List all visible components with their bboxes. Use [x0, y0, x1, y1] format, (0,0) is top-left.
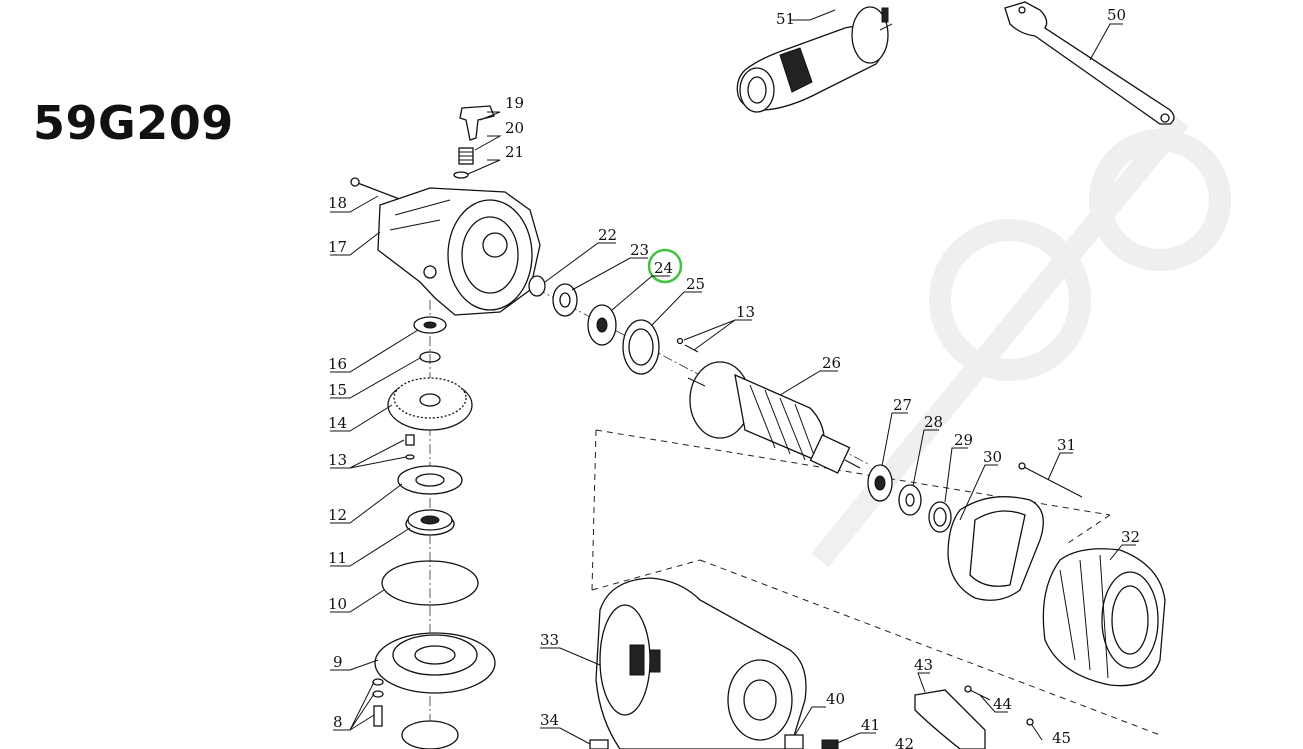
part-23-pinion-gear — [552, 283, 578, 317]
part-44-screw — [964, 685, 991, 701]
label-40: 40 — [826, 690, 845, 708]
page-title: 59G209 — [33, 96, 234, 150]
part-40-carbon-brush — [784, 734, 804, 749]
part-10-o-ring — [381, 560, 479, 606]
part-13-screws-left — [405, 434, 415, 460]
label-32: 32 — [1121, 528, 1140, 546]
label-51: 51 — [776, 10, 795, 28]
label-9: 9 — [333, 653, 343, 671]
label-30: 30 — [983, 448, 1002, 466]
label-26: 26 — [822, 354, 841, 372]
part-27-bearing — [867, 464, 893, 502]
part-12-bearing-plate — [397, 465, 463, 495]
part-29-bearing-sleeve — [928, 501, 952, 533]
label-25: 25 — [686, 275, 705, 293]
label-15: 15 — [328, 381, 347, 399]
label-8: 8 — [333, 713, 343, 731]
part-30-fan-baffle — [947, 496, 1044, 601]
label-22: 22 — [598, 226, 617, 244]
part-32-stator — [1042, 548, 1166, 687]
label-28: 28 — [924, 413, 943, 431]
label-31: 31 — [1057, 436, 1076, 454]
part-14-bevel-gear — [387, 377, 473, 431]
label-13-right: 13 — [736, 303, 755, 321]
part-34-switch-part — [589, 739, 609, 749]
label-27: 27 — [893, 396, 912, 414]
label-10: 10 — [328, 595, 347, 613]
part-18-screw — [350, 177, 403, 201]
label-11: 11 — [328, 549, 347, 567]
label-24: 24 — [654, 259, 673, 277]
label-33: 33 — [540, 631, 559, 649]
label-44: 44 — [993, 695, 1012, 713]
part-31-long-screw — [1018, 462, 1083, 498]
part-26-armature — [687, 361, 861, 474]
part-50-spanner-wrench — [1004, 1, 1175, 125]
label-34: 34 — [540, 711, 559, 729]
label-19: 19 — [505, 94, 524, 112]
label-13-left: 13 — [328, 451, 347, 469]
label-29: 29 — [954, 431, 973, 449]
label-16: 16 — [328, 355, 347, 373]
part-9-wheel-flange — [374, 632, 496, 694]
part-15-circlip — [419, 351, 441, 363]
part-19-lock-button — [459, 105, 495, 141]
part-25-seal-plate — [622, 319, 660, 375]
part-labels: 19 20 21 18 17 16 15 14 13 12 11 10 9 8 … — [328, 6, 1140, 749]
part-11-bearing — [405, 509, 455, 536]
part-24-bearing — [587, 304, 617, 346]
part-33-motor-housing — [595, 577, 807, 749]
part-13-screws-right — [676, 337, 699, 353]
label-43: 43 — [914, 656, 933, 674]
label-45: 45 — [1052, 729, 1071, 747]
leader-lines — [330, 9, 1136, 745]
part-24-highlight-circle — [647, 248, 683, 284]
part-22-nut — [528, 275, 546, 297]
assembly-outline-lower — [591, 429, 1161, 736]
label-20: 20 — [505, 119, 524, 137]
part-16-bearing — [413, 316, 447, 334]
label-17: 17 — [328, 238, 347, 256]
label-14: 14 — [328, 414, 347, 432]
assembly-outline-right — [1064, 514, 1111, 546]
part-45-screw — [1026, 718, 1043, 741]
label-23: 23 — [630, 241, 649, 259]
part-51-side-handle — [736, 6, 893, 113]
label-18: 18 — [328, 194, 347, 212]
label-42: 42 — [895, 735, 914, 749]
part-17-gear-housing — [377, 187, 541, 316]
label-41: 41 — [861, 716, 880, 734]
label-12: 12 — [328, 506, 347, 524]
part-43-switch-lever — [914, 689, 986, 749]
part-41-brush-holder — [821, 739, 839, 749]
part-washer-bottom — [401, 720, 459, 749]
label-21: 21 — [505, 143, 524, 161]
part-21-ring — [453, 171, 469, 179]
part-20-spring — [458, 147, 474, 165]
part-8-screws — [372, 678, 384, 727]
label-50: 50 — [1107, 6, 1126, 24]
part-28-bearing — [898, 484, 922, 516]
